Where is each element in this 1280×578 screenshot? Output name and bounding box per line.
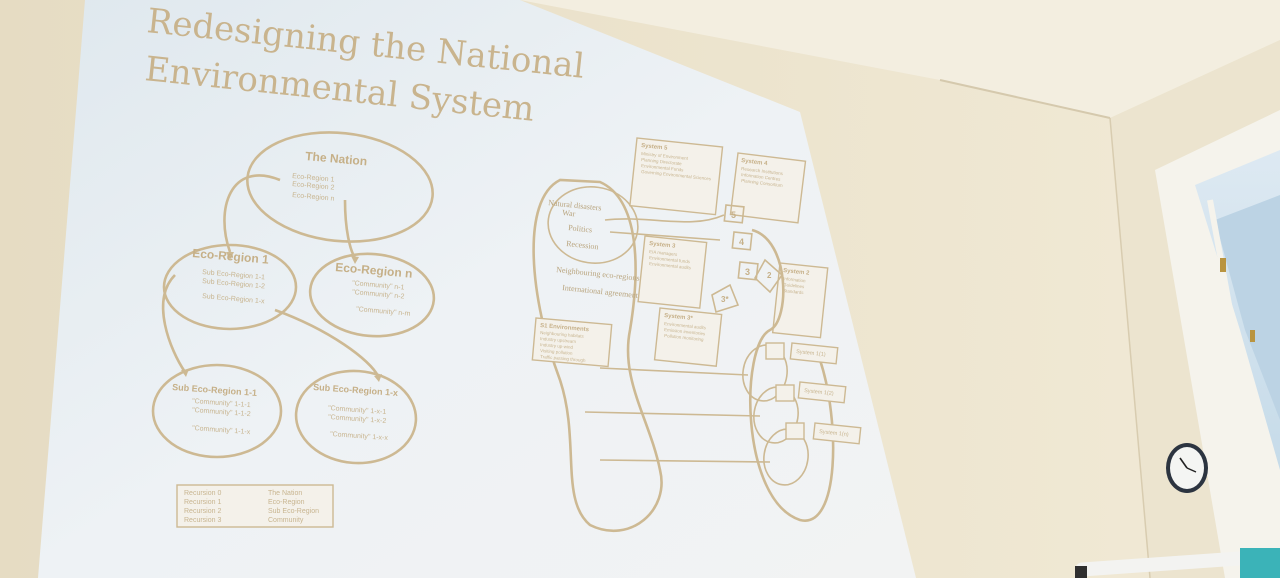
eco-region-n-title: Eco-Region n [335, 260, 413, 281]
system-5-title: System 5 [641, 143, 668, 152]
system-2-item: Standards [783, 288, 805, 295]
legend-left: Recursion 1 [184, 499, 221, 506]
node-label: 3* [721, 295, 729, 304]
system-4-item: Research Institutions [741, 166, 784, 176]
sub-region-1-x-item: "Community" 1-x-2 [328, 414, 387, 425]
system-5-box [629, 137, 724, 216]
system-4-item: Information Centres [741, 172, 782, 182]
system-2-title: System 2 [783, 268, 810, 277]
node-label: 5 [731, 210, 736, 220]
legend-right: Sub Eco-Region [268, 508, 319, 515]
s1-env-item: Neighbouring habitats [540, 330, 585, 339]
system-3-star-item: Pollution monitoring [664, 333, 704, 342]
node-label: 2 [767, 271, 772, 280]
vsm-diagram: Natural disasters War Politics Recession… [531, 137, 862, 532]
ceiling [520, 0, 1280, 118]
flipchart-bar [1075, 548, 1280, 578]
s1-environments-box [531, 317, 613, 368]
nation-item: Eco-Region n [292, 192, 335, 203]
node-label: 4 [739, 237, 744, 247]
system-1-2-label: System 1(2) [804, 388, 834, 397]
environment-item: War [562, 208, 576, 218]
system-3-item: Environmental audits [649, 261, 692, 270]
nation-item: Eco-Region 2 [292, 181, 335, 192]
eco-region-n-item: "Community" n-m [356, 306, 411, 318]
system-3-box [637, 235, 708, 309]
recursion-legend [176, 484, 334, 528]
system-3-star-title: System 3* [664, 313, 694, 322]
s1-env-item: Visiting pollution [540, 348, 573, 356]
legend-right: Community [268, 517, 304, 524]
legend-right: Eco-Region [268, 499, 305, 506]
sub-region-1-x-item: "Community" 1-x-1 [328, 405, 387, 416]
s1-env-item: Industry upstream [540, 336, 577, 344]
s1-env-item: Industry up-wind [540, 342, 574, 350]
system-2-item: Information [783, 276, 806, 283]
legend-left: Recursion 2 [184, 508, 221, 515]
nation-item: Eco-Region 1 [292, 173, 335, 184]
system-5-item: Planning Directorate [641, 157, 683, 166]
system-4-title: System 4 [741, 158, 769, 167]
system-1-n-box [812, 422, 862, 445]
sub-region-1-1-item: "Community" 1-1-x [192, 425, 251, 436]
eco-region-1-title: Eco-Region 1 [192, 246, 270, 267]
legend-left: Recursion 0 [184, 490, 221, 497]
system-1-1-box [789, 342, 839, 365]
legend-left: Recursion 3 [184, 517, 221, 524]
nation-title: The Nation [305, 149, 368, 168]
s1-env-title: S1 Environments [540, 323, 590, 333]
legend-right: The Nation [268, 490, 302, 497]
system-2-box [771, 262, 829, 339]
system-3-item: Environmental funds [649, 255, 691, 264]
system-4-box [729, 152, 807, 224]
sub-region-1-x-item: "Community" 1-x-x [330, 431, 389, 442]
system-5-item: Ministry of Environment [641, 151, 689, 161]
sub-region-1-1-item: "Community" 1-1-1 [192, 398, 251, 409]
eco-region-n-item: "Community" n-1 [352, 280, 405, 292]
node-label: 3 [745, 267, 750, 277]
system-2-item: Guidelines [783, 282, 805, 289]
system-3-star-item: Emission inventories [664, 327, 706, 336]
sub-region-1-1-item: "Community" 1-1-2 [192, 407, 251, 418]
eco-region-n-item: "Community" n-2 [352, 289, 405, 301]
wall-clock-icon [1166, 443, 1208, 493]
system-3-item: EIA managers [649, 249, 678, 257]
system-5-item: Environmental Funds [641, 163, 685, 172]
environment-item: Politics [568, 223, 593, 234]
system-4-item: Planning Consortium [741, 178, 783, 188]
system-1-2-box [797, 381, 847, 404]
window [1155, 110, 1280, 578]
s1-env-item: Traffic passing through [540, 354, 586, 363]
system-3-star-box [653, 307, 723, 367]
system-1-n-label: System 1(n) [819, 429, 849, 438]
system-3-title: System 3 [649, 241, 676, 250]
environment-item: Recession [566, 239, 599, 251]
system-3-star-item: Environmental audits [664, 321, 707, 330]
system-1-1-label: System 1(1) [796, 349, 826, 358]
